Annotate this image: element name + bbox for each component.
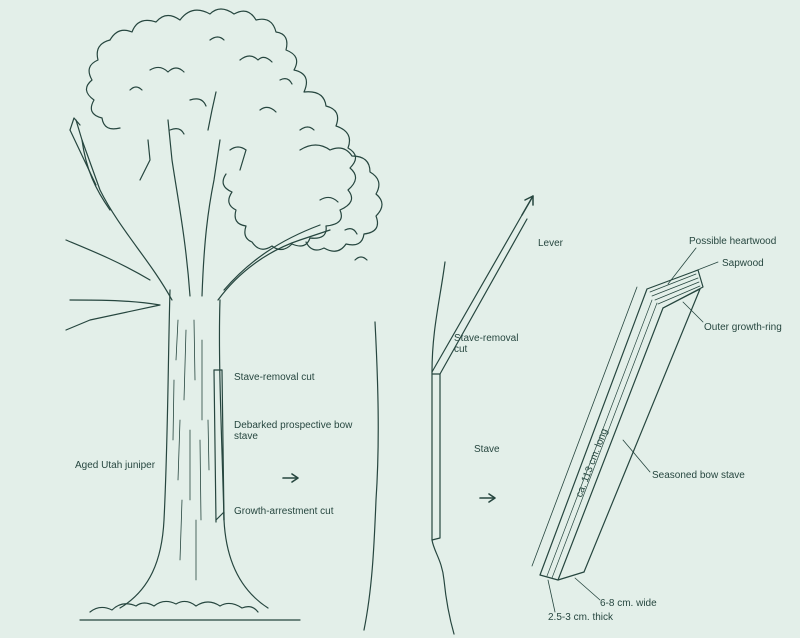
- stave-front-face: [662, 288, 701, 309]
- label-seasoned-bow-stave: Seasoned bow stave: [652, 470, 745, 481]
- tree-canopy-right: [299, 144, 383, 252]
- leader-seasoned: [622, 439, 651, 473]
- ground-rocks: [89, 600, 259, 613]
- end-grain-rings: [649, 273, 701, 305]
- trunk-bark: [172, 319, 210, 581]
- trunk-left-edge: [363, 321, 379, 631]
- label-growth-arrestment: Growth-arrestment cut: [234, 506, 334, 517]
- label-outer-growth-ring: Outer growth-ring: [704, 322, 782, 333]
- label-stave-removal-cut-section: Stave-removal cut: [454, 333, 519, 355]
- branch-right: [217, 224, 331, 301]
- label-debarked-stave: Debarked prospective bow stave: [234, 420, 353, 442]
- stave-outline: [539, 269, 704, 581]
- leader-sapwood: [694, 261, 719, 272]
- lever: [431, 214, 528, 375]
- stave-grain: [546, 299, 658, 579]
- label-lever: Lever: [538, 238, 564, 249]
- length-dimension: [531, 286, 638, 567]
- leader-heartwood: [667, 247, 697, 285]
- label-sapwood: Sapwood: [722, 258, 764, 269]
- lever-arrow: [521, 195, 534, 216]
- branch-dead-snag: [69, 117, 111, 211]
- label-possible-heartwood: Possible heartwood: [689, 236, 777, 247]
- trunk-section: [363, 195, 534, 635]
- leader-width: [574, 577, 601, 601]
- stave-on-trunk: [431, 373, 441, 541]
- debarked-strip: [213, 369, 225, 523]
- branch-center: [167, 119, 221, 297]
- branch-left-dead: [65, 119, 173, 331]
- juniper-tree: [65, 8, 383, 621]
- stave-end: [539, 571, 585, 581]
- leader-outer-ring: [682, 301, 704, 323]
- trunk-right-edge: [431, 261, 455, 635]
- tree-canopy: [109, 8, 357, 251]
- canopy-texture-2: [129, 36, 368, 261]
- label-thickness: 2.5-3 cm. thick: [548, 612, 614, 623]
- leader-thick: [547, 579, 556, 613]
- label-width: 6-8 cm. wide: [600, 598, 657, 609]
- label-aged-juniper: Aged Utah juniper: [75, 460, 156, 471]
- bow-stave: [531, 247, 719, 613]
- canopy-texture-1: [149, 55, 339, 203]
- label-stave-removal-cut-tree: Stave-removal cut: [234, 372, 315, 383]
- growth-notch: [215, 511, 225, 521]
- branch-small: [139, 91, 247, 181]
- tree-canopy-left: [85, 39, 121, 130]
- label-stave: Stave: [474, 444, 500, 455]
